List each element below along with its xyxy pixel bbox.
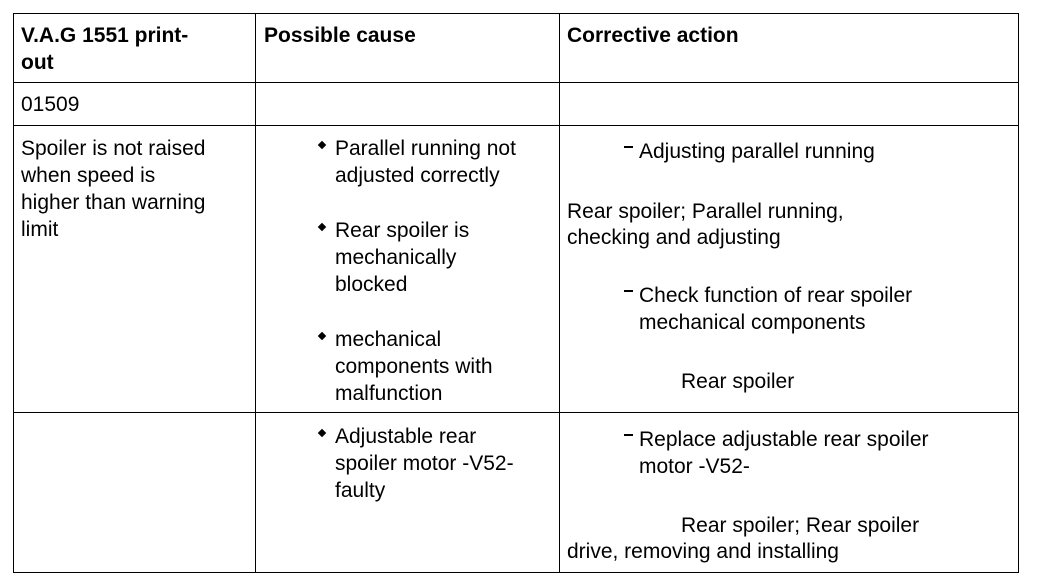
cause-line: components with [335,355,493,378]
cause-line: Rear spoiler is [335,219,470,242]
action-step: mechanical components [639,311,866,334]
header-possible-cause: Possible cause [264,24,416,47]
cause-line: malfunction [335,382,443,405]
dash-icon [624,434,633,436]
reference-line: Rear spoiler; Parallel running, [567,200,844,223]
header-corrective-action: Corrective action [567,24,739,47]
column-divider [255,14,256,572]
action-step: Check function of rear spoiler [639,284,913,307]
symptom-line: limit [21,218,59,241]
action-step: motor -V52- [639,455,750,478]
column-divider [559,14,560,572]
cause-line: blocked [335,273,408,296]
cause-line: Adjustable rear [335,425,477,448]
cause-line: spoiler motor -V52- [335,452,514,475]
cause-line: mechanically [335,246,457,269]
reference-line: Rear spoiler [681,370,795,393]
cause-line: mechanical [335,328,442,351]
header-printout-line1: V.A.G 1551 print- [21,24,189,47]
cause-line: adjusted correctly [335,164,500,187]
dash-icon [624,146,633,148]
header-printout-line2: out [21,51,54,74]
reference-line: drive, removing and installing [567,540,839,563]
fault-table [13,13,1019,573]
dash-icon [624,290,633,292]
fault-code: 01509 [21,93,80,116]
action-step: Adjusting parallel running [639,140,875,163]
symptom-line: when speed is [21,164,156,187]
symptom-line: higher than warning [21,191,206,214]
cause-line: Parallel running not [335,137,516,160]
reference-line: checking and adjusting [567,226,781,249]
row-divider [14,125,1018,126]
cause-line: faulty [335,479,386,502]
symptom-line: Spoiler is not raised [21,137,206,160]
row-divider [14,82,1018,83]
row-divider [14,412,1018,413]
action-step: Replace adjustable rear spoiler [639,428,929,451]
reference-line: Rear spoiler; Rear spoiler [681,514,920,537]
